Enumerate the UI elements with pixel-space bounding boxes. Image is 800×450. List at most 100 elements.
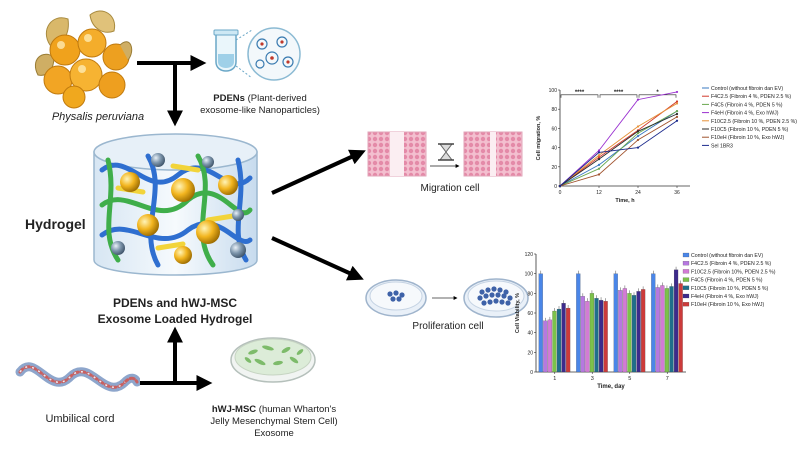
data-point [675,100,679,103]
x-tick-label: 1 [553,376,556,382]
legend-label: Control (without fibroin dan EV) [711,86,783,92]
y-tick-label: 40 [551,146,557,152]
hwj-petri-dish-image [230,337,316,383]
legend-label: F4C2.5 (Fibroin 4 %, PDEN 2.5 %) [691,261,771,267]
bar [631,295,637,373]
hwj-caption: hWJ-MSC (human Wharton's Jelly Mesenchym… [208,404,340,440]
y-tick-label: 0 [554,184,557,190]
y-tick-label: 120 [525,252,534,258]
bar [598,300,604,373]
bar [660,285,665,373]
data-point [636,138,640,142]
x-tick-label: 36 [674,190,680,196]
legend-label: F10eH (Fibroin 10 %, Exo hWJ) [711,135,784,141]
data-point [597,163,601,166]
significance-label: **** [614,90,624,96]
hourglass-icon [438,143,454,161]
migration-assay-image [367,131,523,177]
series-line [559,116,678,187]
bar [552,310,557,373]
y-tick-label: 80 [551,107,557,113]
series-line [559,120,678,187]
pdens-rest: (Plant-derived exosome-like Nanoparticle… [200,93,320,116]
y-axis-label: Cell Viability, % [515,293,521,333]
data-point [675,102,679,105]
data-point [636,134,640,138]
significance-bracket [638,94,677,98]
proliferation-assay-image [365,278,529,318]
significance-bracket [560,94,599,98]
bar [664,288,670,373]
data-point [597,167,601,170]
data-point [597,149,601,152]
bar [580,296,585,373]
legend-label: F10C2.5 (Fibroin 10%, PDEN 2.5 %) [691,269,776,275]
legend-swatch [682,269,690,274]
bar [589,293,595,373]
bar [622,288,627,373]
significance-label: * [656,90,659,96]
pdens-caption: PDENs (Plant-derived exosome-like Nanopa… [200,93,320,117]
x-axis-label: Time, h [615,198,635,204]
data-point [636,98,640,101]
physalis-fruit-image [34,10,133,109]
y-tick-label: 20 [527,350,533,356]
x-tick-label: 5 [628,376,631,382]
bar [576,273,581,373]
legend-label: F4C2.5 (Fibroin 4 %, PDEN 2.5 %) [711,94,791,100]
y-tick-label: 40 [527,331,533,337]
series-line [559,110,678,187]
pdens-bold: PDENs [213,93,245,104]
bar [585,301,590,373]
data-point [675,115,679,118]
y-tick-label: 20 [551,165,557,171]
physalis-label: Physalis peruviana [51,111,145,123]
significance-label: **** [575,90,585,96]
bar [594,298,599,373]
y-tick-label: 80 [527,291,533,297]
legend-swatch [682,285,690,290]
bar [613,273,618,373]
bar [669,286,674,373]
data-point [597,154,601,157]
bar [547,319,552,373]
y-tick-label: 100 [549,88,558,94]
y-tick-label: 0 [530,370,533,376]
bar [556,308,562,373]
x-axis-label: Time, day [597,384,625,390]
data-point [675,119,679,122]
bar [641,289,646,373]
y-tick-label: 60 [551,126,557,132]
legend-label: F10C5 (Fibroin 10 %, PDEN 5 %) [691,286,769,292]
bar [627,293,632,373]
hwj-rest: (human Wharton's Jelly Mesenchymal Stem … [210,404,338,439]
bar [678,283,683,373]
migration-label: Migration cell [420,183,480,194]
x-tick-label: 0 [559,190,562,196]
series-line [559,101,678,187]
series-line [559,91,678,187]
legend-label: F4C5 (Fibroin 4 %, PDEN 5 %) [711,102,783,108]
bar [618,290,623,373]
hydrogel-dish-image [93,133,258,276]
data-point [597,158,601,161]
data-point [675,90,679,94]
y-axis-label: Cell migration, % [536,116,542,161]
data-point [558,184,562,188]
x-tick-label: 3 [591,376,594,382]
data-point [636,130,640,133]
legend-label: F10C5 (Fibroin 10 %, PDEN 5 %) [711,127,789,133]
series-line [559,113,678,187]
data-point [597,173,601,176]
data-point [636,125,640,128]
umbilical-label: Umbilical cord [45,413,115,425]
legend-swatch [682,293,690,299]
bar [603,301,608,373]
bar [566,307,571,373]
y-tick-label: 60 [527,311,533,317]
data-point [675,112,679,116]
legend-swatch [682,252,690,258]
